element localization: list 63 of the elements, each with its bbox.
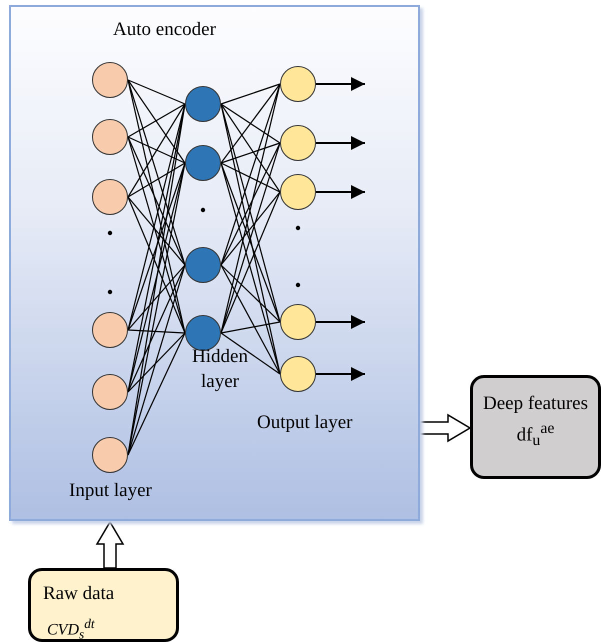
neuron-circle bbox=[185, 145, 221, 181]
connection-line bbox=[127, 162, 186, 392]
layer-label: Output layer bbox=[257, 412, 353, 434]
connection-line bbox=[220, 162, 280, 193]
block-arrow bbox=[419, 414, 472, 442]
connection-line bbox=[127, 332, 186, 456]
output-arrow bbox=[316, 136, 365, 150]
neuron-circle bbox=[92, 119, 128, 155]
connection-line bbox=[127, 196, 186, 334]
connection-line bbox=[220, 264, 281, 374]
neuron-circle bbox=[280, 304, 316, 340]
connection-line bbox=[128, 162, 186, 198]
connection-line bbox=[220, 162, 281, 374]
layer-label: Input layer bbox=[69, 480, 152, 502]
output-arrow bbox=[316, 77, 365, 91]
connection-line bbox=[220, 104, 280, 144]
connection-line bbox=[220, 192, 280, 266]
connection-line bbox=[128, 332, 186, 392]
connection-line bbox=[128, 329, 186, 334]
connection-line bbox=[128, 196, 186, 266]
connection-line bbox=[127, 104, 186, 198]
connection-line bbox=[220, 142, 280, 164]
input-box bbox=[28, 568, 179, 642]
layer-label: Hidden layer bbox=[191, 345, 249, 394]
connection-line bbox=[220, 321, 280, 334]
connection-line bbox=[127, 80, 186, 266]
connection-line bbox=[220, 83, 280, 105]
connection-line bbox=[220, 142, 281, 266]
connection-line bbox=[128, 136, 186, 164]
neuron-circle bbox=[280, 66, 316, 102]
neuron-circle bbox=[280, 174, 316, 210]
connection-line bbox=[220, 332, 280, 374]
connection-line bbox=[220, 104, 280, 192]
neuron-circle bbox=[92, 62, 128, 98]
block-arrow bbox=[96, 520, 124, 569]
neuron-circle bbox=[92, 179, 128, 215]
connection-line bbox=[220, 84, 280, 164]
neuron-circle bbox=[280, 356, 316, 392]
connection-line bbox=[127, 264, 186, 392]
connection-line bbox=[220, 162, 281, 322]
neuron-circle bbox=[185, 247, 221, 283]
output-arrow bbox=[316, 367, 365, 381]
panel-title: Auto encoder bbox=[112, 19, 217, 41]
neuron-circle bbox=[92, 312, 128, 348]
connection-line bbox=[220, 142, 281, 334]
connection-line bbox=[220, 192, 281, 334]
output-arrow bbox=[316, 315, 365, 329]
neuron-circle bbox=[92, 374, 128, 410]
neuron-circle bbox=[185, 86, 221, 122]
output-box bbox=[470, 375, 601, 479]
connection-line bbox=[127, 136, 186, 266]
autoencoder-panel bbox=[9, 5, 420, 521]
connection-line bbox=[128, 264, 186, 330]
output-arrow bbox=[316, 185, 365, 199]
neuron-circle bbox=[280, 125, 316, 161]
connection-line bbox=[128, 103, 186, 138]
neuron-circle bbox=[92, 437, 128, 473]
connection-line bbox=[128, 80, 186, 164]
connection-line bbox=[127, 264, 186, 456]
connection-line bbox=[220, 264, 280, 322]
connection-line bbox=[220, 84, 281, 266]
box-text: Raw data bbox=[43, 583, 114, 605]
connection-line bbox=[128, 79, 186, 105]
